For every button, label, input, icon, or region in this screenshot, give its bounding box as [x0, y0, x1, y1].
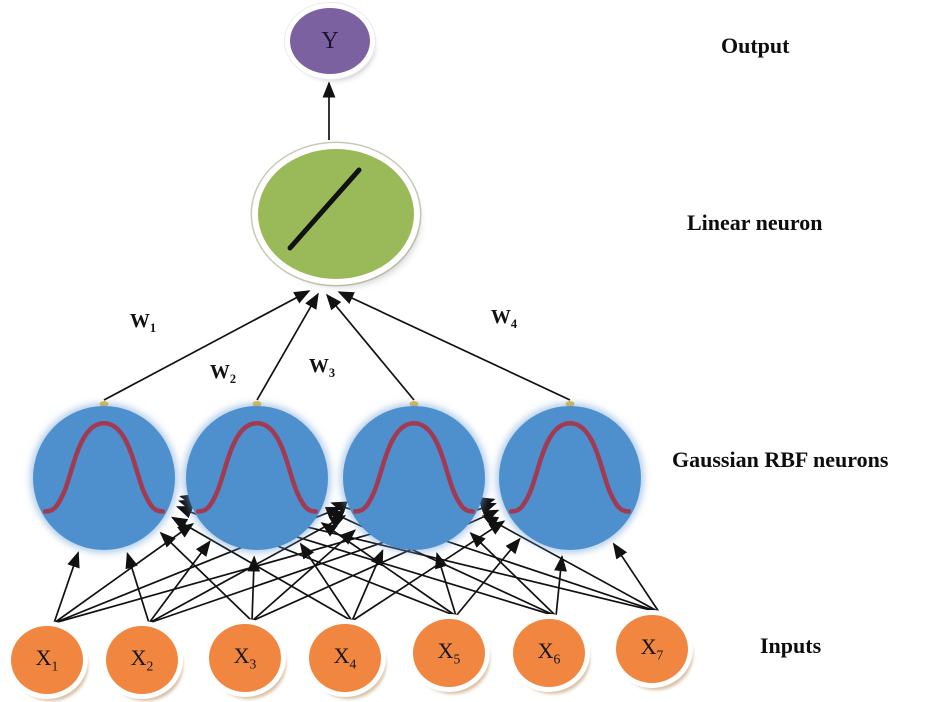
- diagonal-line-icon: [287, 167, 362, 251]
- weight-base: W: [308, 355, 329, 377]
- input-node: X6: [513, 619, 585, 687]
- input-node-label: X3: [234, 643, 257, 672]
- input-node-label: X1: [36, 645, 59, 674]
- input-letter-base: X: [35, 645, 52, 671]
- input-letter-base: X: [130, 645, 147, 671]
- output-node: Y: [290, 8, 370, 74]
- input-node-label: X2: [131, 645, 154, 674]
- layer-label-rbf: Gaussian RBF neurons: [672, 447, 889, 472]
- weight-label: W4: [491, 306, 517, 332]
- weight-label: W1: [130, 310, 156, 336]
- rbf-neuron-node: [343, 406, 485, 550]
- input-letter-base: X: [537, 638, 554, 664]
- weight-base: W: [209, 361, 230, 383]
- layer-label-inputs: Inputs: [760, 633, 822, 658]
- input-node: X2: [106, 626, 178, 694]
- input-letter-base: X: [640, 634, 657, 660]
- input-node-label: X7: [641, 634, 664, 663]
- gaussian-curve-icon: [42, 420, 166, 514]
- input-letter-subscript: 2: [146, 658, 154, 674]
- weight-subscript: 4: [510, 317, 518, 331]
- layer-label-linear: Linear neuron: [687, 210, 823, 235]
- weight-base: W: [490, 306, 511, 328]
- input-node-label: X5: [438, 638, 461, 667]
- input-letter-base: X: [233, 643, 250, 669]
- input-node: X7: [616, 615, 688, 683]
- input-node-label: X4: [334, 643, 357, 672]
- gaussian-curve-icon: [352, 420, 476, 514]
- input-node: X4: [309, 624, 381, 692]
- input-letter-base: X: [437, 638, 454, 664]
- rbf-neuron-node: [186, 406, 328, 550]
- weight-subscript: 2: [229, 372, 237, 386]
- weight-subscript: 1: [149, 321, 157, 335]
- input-letter-subscript: 3: [249, 656, 257, 672]
- gaussian-curve-icon: [508, 420, 632, 514]
- input-node: X3: [209, 624, 281, 692]
- gaussian-curve-icon: [195, 420, 319, 514]
- rbf-neuron-node: [499, 406, 641, 550]
- input-node-label: X6: [538, 638, 561, 667]
- weight-subscript: 3: [328, 366, 336, 380]
- weight-label: W2: [210, 361, 236, 387]
- weight-label: W3: [309, 355, 335, 381]
- linear-neuron-node: [258, 149, 414, 279]
- input-letter-subscript: 5: [453, 651, 461, 667]
- weight-base: W: [129, 310, 150, 332]
- input-letter-subscript: 4: [349, 656, 357, 672]
- input-letter-subscript: 7: [656, 647, 664, 663]
- input-node: X5: [413, 619, 485, 687]
- rbf-neuron-node: [33, 406, 175, 550]
- input-letter-base: X: [333, 643, 350, 669]
- input-node: X1: [11, 626, 83, 694]
- layer-label-output: Output: [721, 33, 790, 58]
- input-letter-subscript: 1: [51, 658, 59, 674]
- output-node-label: Y: [321, 27, 339, 54]
- input-letter-subscript: 6: [553, 651, 561, 667]
